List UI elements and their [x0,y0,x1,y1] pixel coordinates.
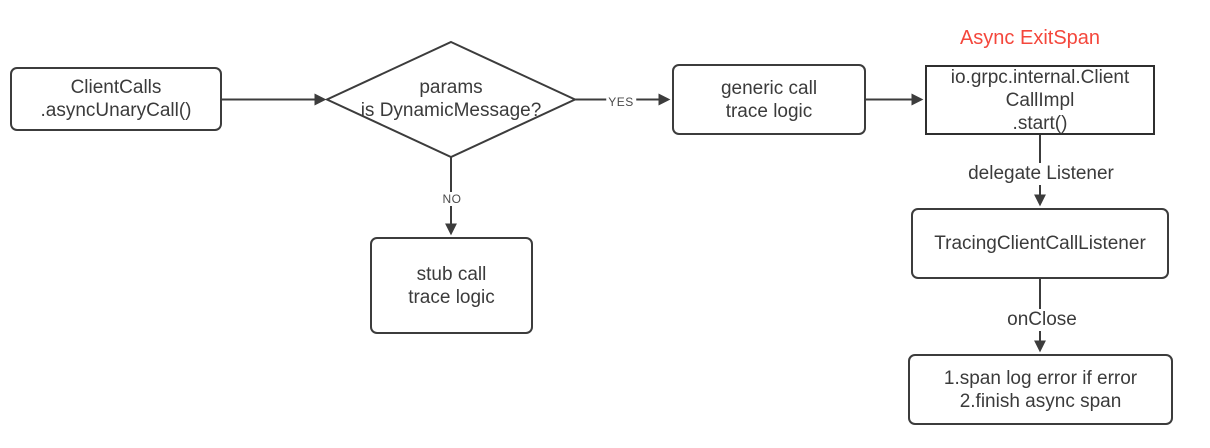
edge-label-onclose: onClose [1003,309,1081,331]
edge-label-yes: YES [606,95,636,109]
node-tracing-client-call-listener-label: TracingClientCallListener [934,233,1146,254]
annotation-async-exitspan: Async ExitSpan [959,27,1101,49]
node-client-calls: ClientCalls .asyncUnaryCall() [10,67,222,131]
node-stub-call-trace: stub call trace logic [370,237,533,334]
decision-diamond-shape [324,40,578,159]
node-generic-call-trace: generic call trace logic [672,64,866,135]
node-grpc-clientcallimpl-start-label: io.grpc.internal.Client CallImpl .start(… [950,66,1130,134]
node-stub-call-trace-label: stub call trace logic [408,263,495,308]
node-span-finish-actions-label: 1.span log error if error 2.finish async… [943,367,1138,412]
edge-label-delegate-listener: delegate Listener [964,163,1118,185]
node-grpc-clientcallimpl-start: io.grpc.internal.Client CallImpl .start(… [925,65,1155,135]
node-span-finish-actions: 1.span log error if error 2.finish async… [908,354,1173,425]
decision-params-label: params is DynamicMessage? [360,77,542,121]
edge-label-no: NO [440,192,464,206]
node-generic-call-trace-label: generic call trace logic [720,77,818,122]
node-tracing-client-call-listener: TracingClientCallListener [911,208,1169,279]
node-client-calls-label: ClientCalls .asyncUnaryCall() [40,77,192,121]
